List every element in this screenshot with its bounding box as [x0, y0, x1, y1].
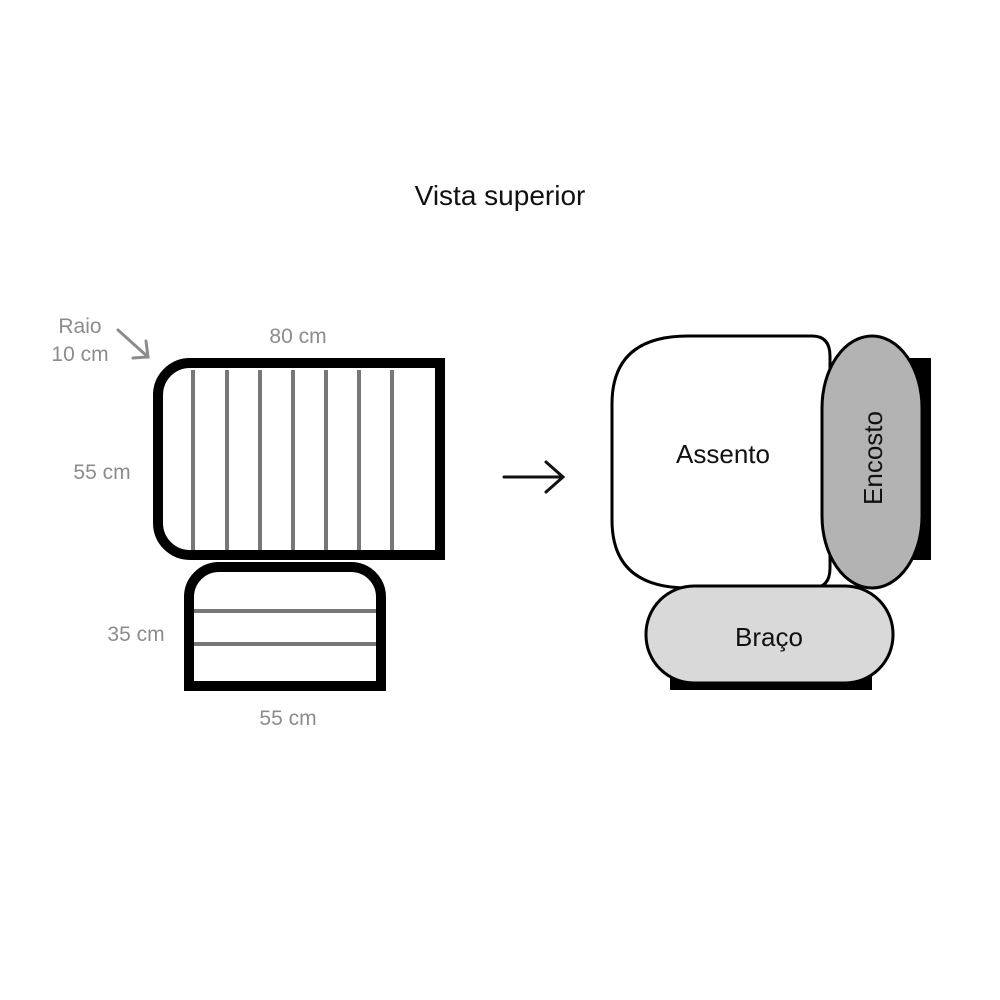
radius-label: Raio	[58, 315, 101, 338]
arm-depth-label: 35 cm	[107, 623, 164, 646]
top-depth-label: 55 cm	[73, 461, 130, 484]
component-view: Assento Encosto Braço	[610, 334, 931, 690]
seat-label: Assento	[676, 439, 770, 469]
right-arrow-icon	[502, 460, 566, 494]
seat-cushion	[610, 334, 832, 590]
arm-block-outline	[184, 562, 386, 691]
radius-value: 10 cm	[51, 343, 108, 366]
arm-cushion	[644, 584, 895, 685]
radius-arrow-icon	[116, 328, 150, 360]
seat-stripes	[191, 370, 394, 550]
arm-stripes	[194, 609, 376, 646]
backrest-label: Encosto	[858, 411, 888, 505]
backrest-cushion	[820, 334, 924, 590]
top-width-label: 80 cm	[269, 325, 326, 348]
arm-label: Braço	[735, 622, 803, 652]
diagram-title: Vista superior	[415, 180, 586, 211]
dimension-drawing: Raio 10 cm 80 cm 55 cm 35 cm 55 cm	[51, 315, 445, 730]
seat-block-outline	[153, 358, 445, 560]
bottom-width-label: 55 cm	[259, 707, 316, 730]
